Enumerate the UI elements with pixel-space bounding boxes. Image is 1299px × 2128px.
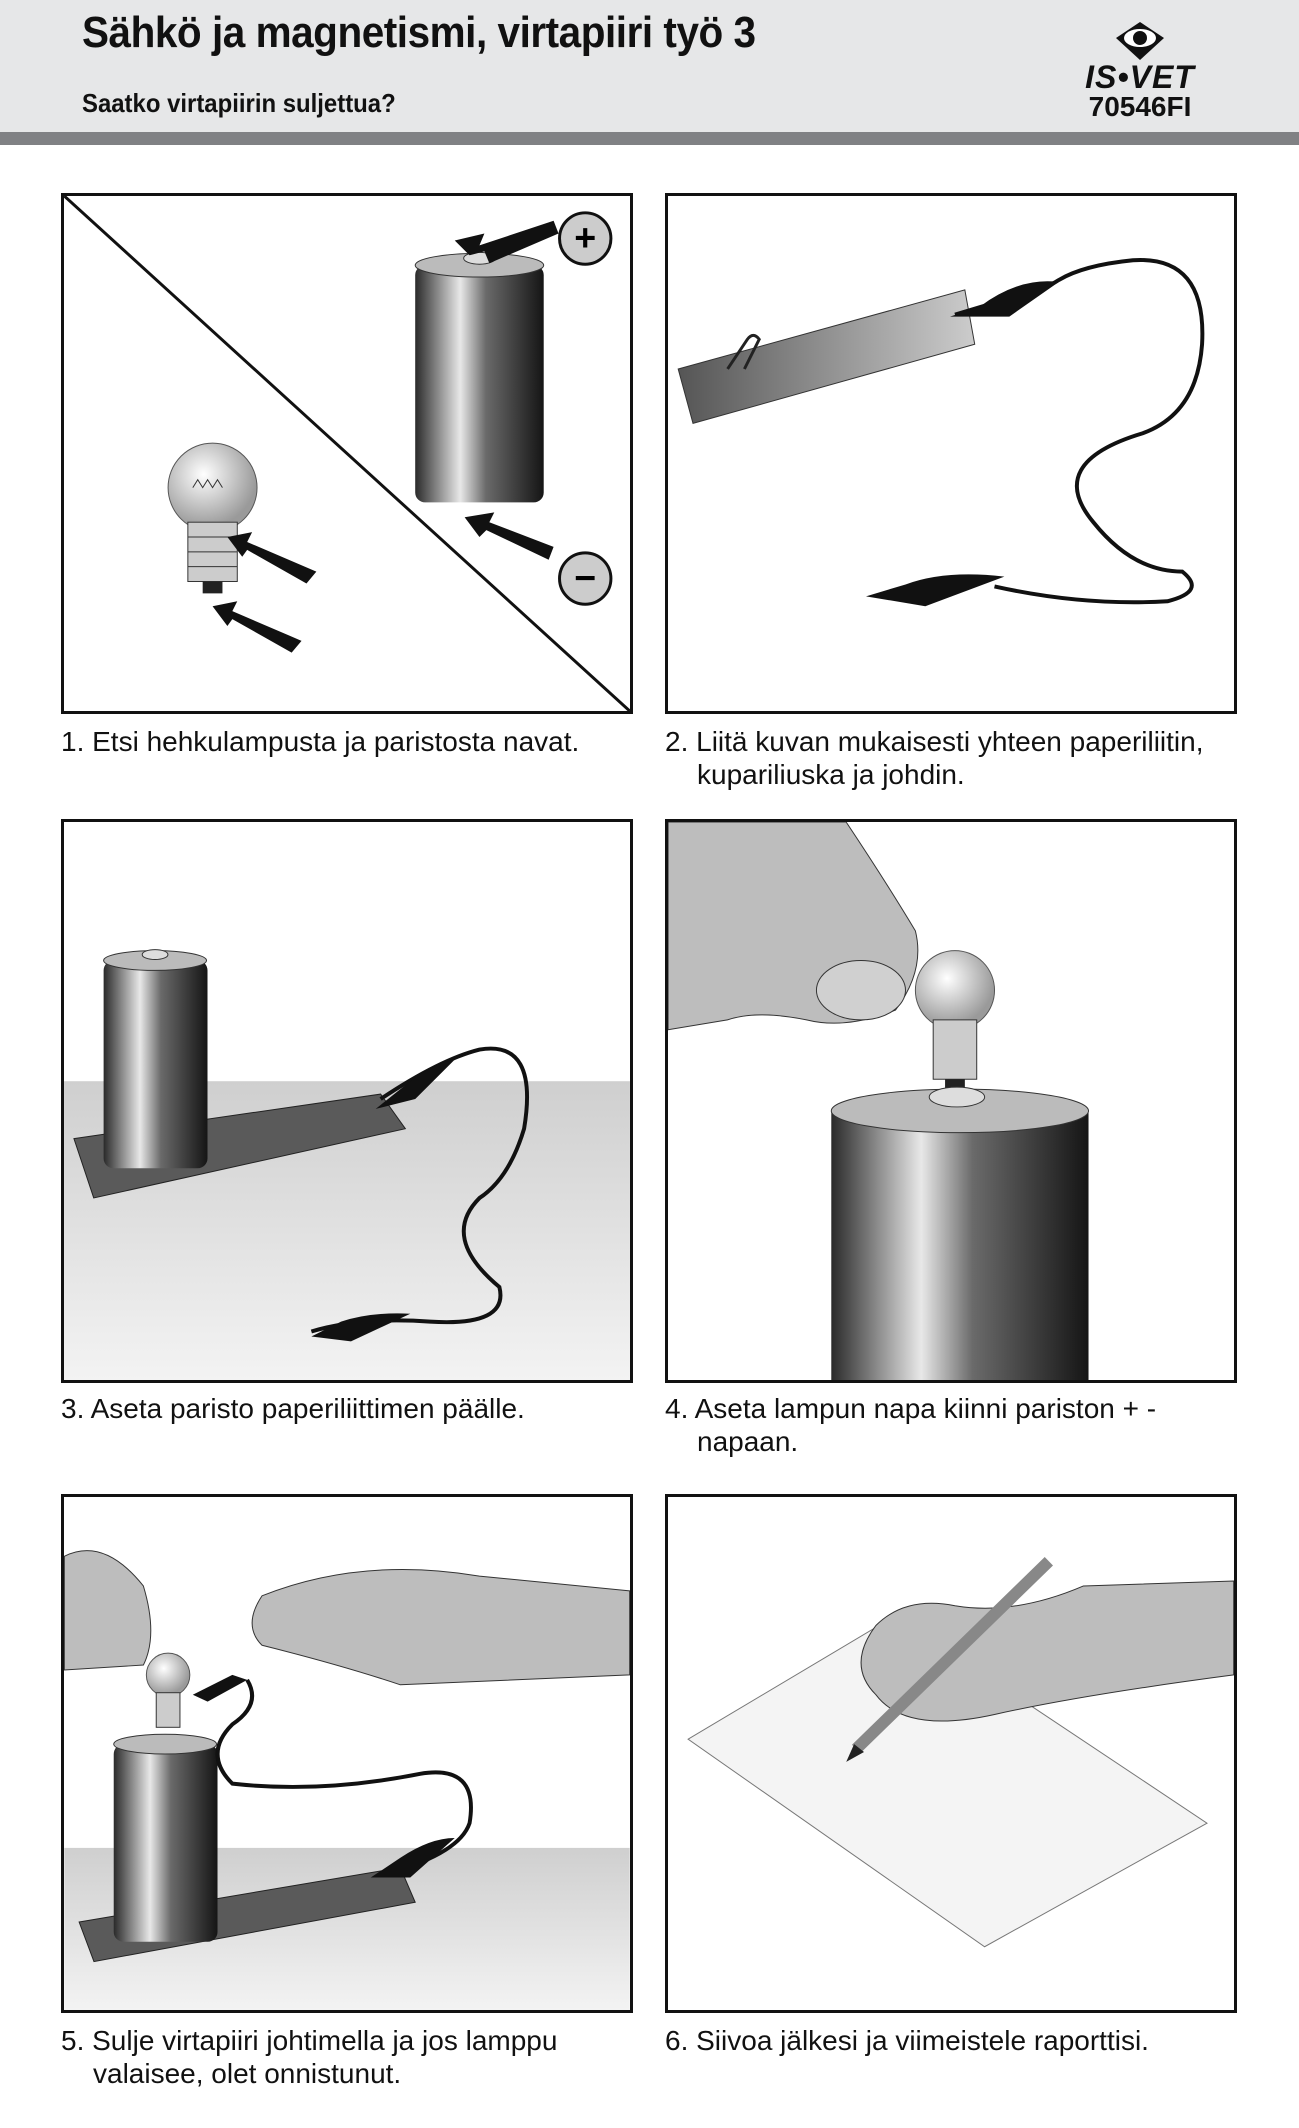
minus-symbol: − [574, 556, 596, 598]
pencil [851, 1557, 1053, 1754]
alligator-clip [311, 1313, 411, 1342]
minus-terminal-icon: − [558, 551, 613, 606]
alligator-clip [370, 1838, 455, 1878]
step-4-illustration [665, 819, 1237, 1383]
step-2-illustration [665, 193, 1237, 714]
copper-strip [73, 1093, 407, 1199]
page-subtitle: Saatko virtapiirin suljettua? [82, 88, 396, 118]
hand-left [64, 1550, 152, 1671]
step-6-caption: 6. Siivoa jälkesi ja viimeistele raportt… [665, 2025, 1149, 2056]
paper-clip [726, 333, 761, 370]
plus-terminal-icon: + [558, 211, 613, 266]
alligator-clip-bottom [865, 574, 1005, 607]
hand-right [251, 1568, 630, 1686]
wire [215, 1678, 473, 1875]
thumb [815, 960, 906, 1021]
bulb [167, 442, 258, 594]
alligator-clip [375, 1059, 455, 1109]
logo-text: IS•VET [1085, 59, 1195, 95]
battery [113, 1733, 218, 1942]
arrows [212, 220, 559, 653]
bulb [914, 950, 996, 1092]
header-band: Sähkö ja magnetismi, virtapiiri työ 3 Sa… [0, 0, 1299, 132]
step-5-caption: 5. Sulje virtapiiri johtimella ja jos la… [61, 2025, 558, 2089]
writing-hand [860, 1580, 1234, 1722]
bulb [145, 1652, 191, 1728]
step-3-illustration [61, 819, 633, 1383]
battery [830, 1086, 1090, 1380]
step-4-caption: 4. Aseta lampun napa kiinni pariston + -… [665, 1393, 1157, 1457]
alligator-clip-top [950, 281, 1059, 317]
plus-symbol: + [574, 216, 596, 258]
battery [103, 949, 208, 1169]
header-divider [0, 132, 1299, 145]
battery [414, 251, 545, 503]
pencil-tip [846, 1744, 865, 1762]
eye-icon [1116, 22, 1164, 60]
product-code: 70546FI [1088, 91, 1192, 122]
paper-sheet [687, 1615, 1208, 1948]
step-6-illustration [665, 1494, 1237, 2013]
wire [954, 258, 1205, 605]
alligator-clip [192, 1674, 248, 1702]
step-1-illustration: + − [61, 193, 633, 714]
copper-strip [677, 289, 976, 424]
isvet-logo: IS•VET 70546FI [1050, 20, 1230, 130]
wire [310, 1046, 529, 1334]
step-3-caption: 3. Aseta paristo paperiliittimen päälle. [61, 1393, 525, 1424]
page-title: Sähkö ja magnetismi, virtapiiri työ 3 [82, 8, 756, 57]
step-1-caption: 1. Etsi hehkulampusta ja paristosta nava… [61, 726, 580, 757]
step-2-caption: 2. Liitä kuvan mukaisesti yhteen paperil… [665, 726, 1204, 790]
step-5-illustration [61, 1494, 633, 2013]
